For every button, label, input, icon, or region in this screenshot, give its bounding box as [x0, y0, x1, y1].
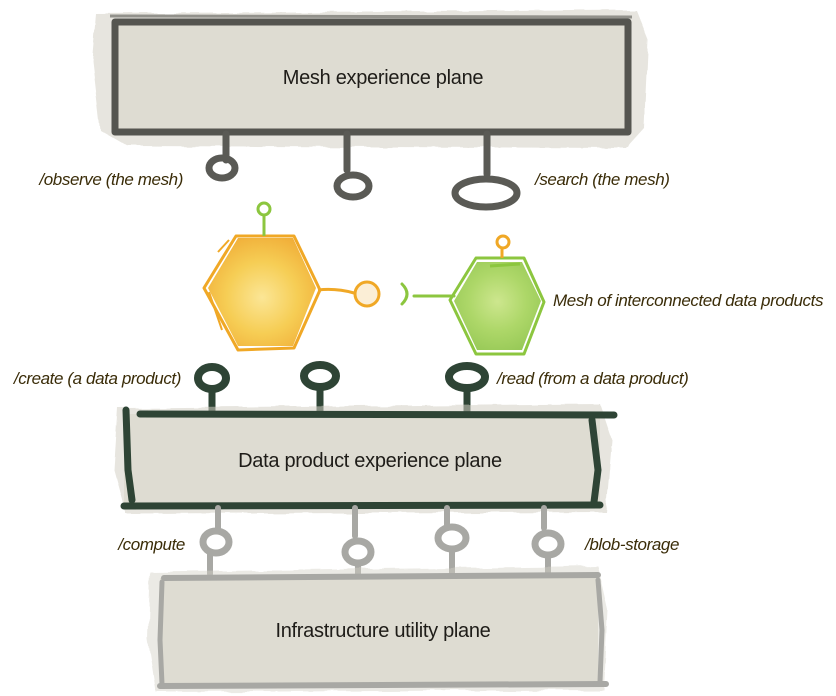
infrastructure-utility-plane: Infrastructure utility plane — [148, 566, 609, 692]
mesh-of-products-label: Mesh of interconnected data products — [553, 291, 824, 310]
data-product-green — [400, 234, 546, 356]
middle-socket-icon — [333, 130, 373, 201]
read-interface-label: /read (from a data product) — [496, 369, 688, 388]
mesh-plane-sockets — [205, 130, 521, 211]
blob-storage-socket-icon — [531, 505, 565, 577]
second-infra-socket-icon — [341, 505, 375, 577]
observe-socket-icon — [205, 130, 239, 182]
observe-interface-label: /observe (the mesh) — [38, 170, 183, 189]
mesh-plane-label: Mesh experience plane — [283, 67, 484, 89]
create-socket-icon — [194, 363, 230, 416]
orange-output-port-icon — [317, 280, 381, 308]
data-product-plane-label: Data product experience plane — [238, 450, 502, 472]
data-product-orange — [202, 201, 381, 352]
green-hexagon-data-product-icon — [448, 234, 546, 356]
compute-socket-icon — [199, 505, 233, 577]
orange-hexagon-data-product-icon — [202, 201, 322, 352]
infrastructure-sockets — [199, 505, 565, 577]
search-interface-label: /search (the mesh) — [534, 170, 670, 189]
mesh-experience-plane: Mesh experience plane — [92, 10, 648, 148]
data-product-sockets — [194, 361, 489, 416]
green-input-port-icon — [400, 282, 456, 306]
create-interface-label: /create (a data product) — [13, 369, 181, 388]
infrastructure-plane-label: Infrastructure utility plane — [275, 620, 490, 642]
blob-storage-interface-label: /blob-storage — [584, 535, 679, 554]
third-infra-socket-icon — [434, 505, 470, 577]
compute-interface-label: /compute — [117, 535, 185, 554]
middle-product-socket-icon — [300, 361, 340, 416]
data-product-experience-plane: Data product experience plane — [114, 404, 618, 514]
search-socket-icon — [451, 130, 521, 211]
